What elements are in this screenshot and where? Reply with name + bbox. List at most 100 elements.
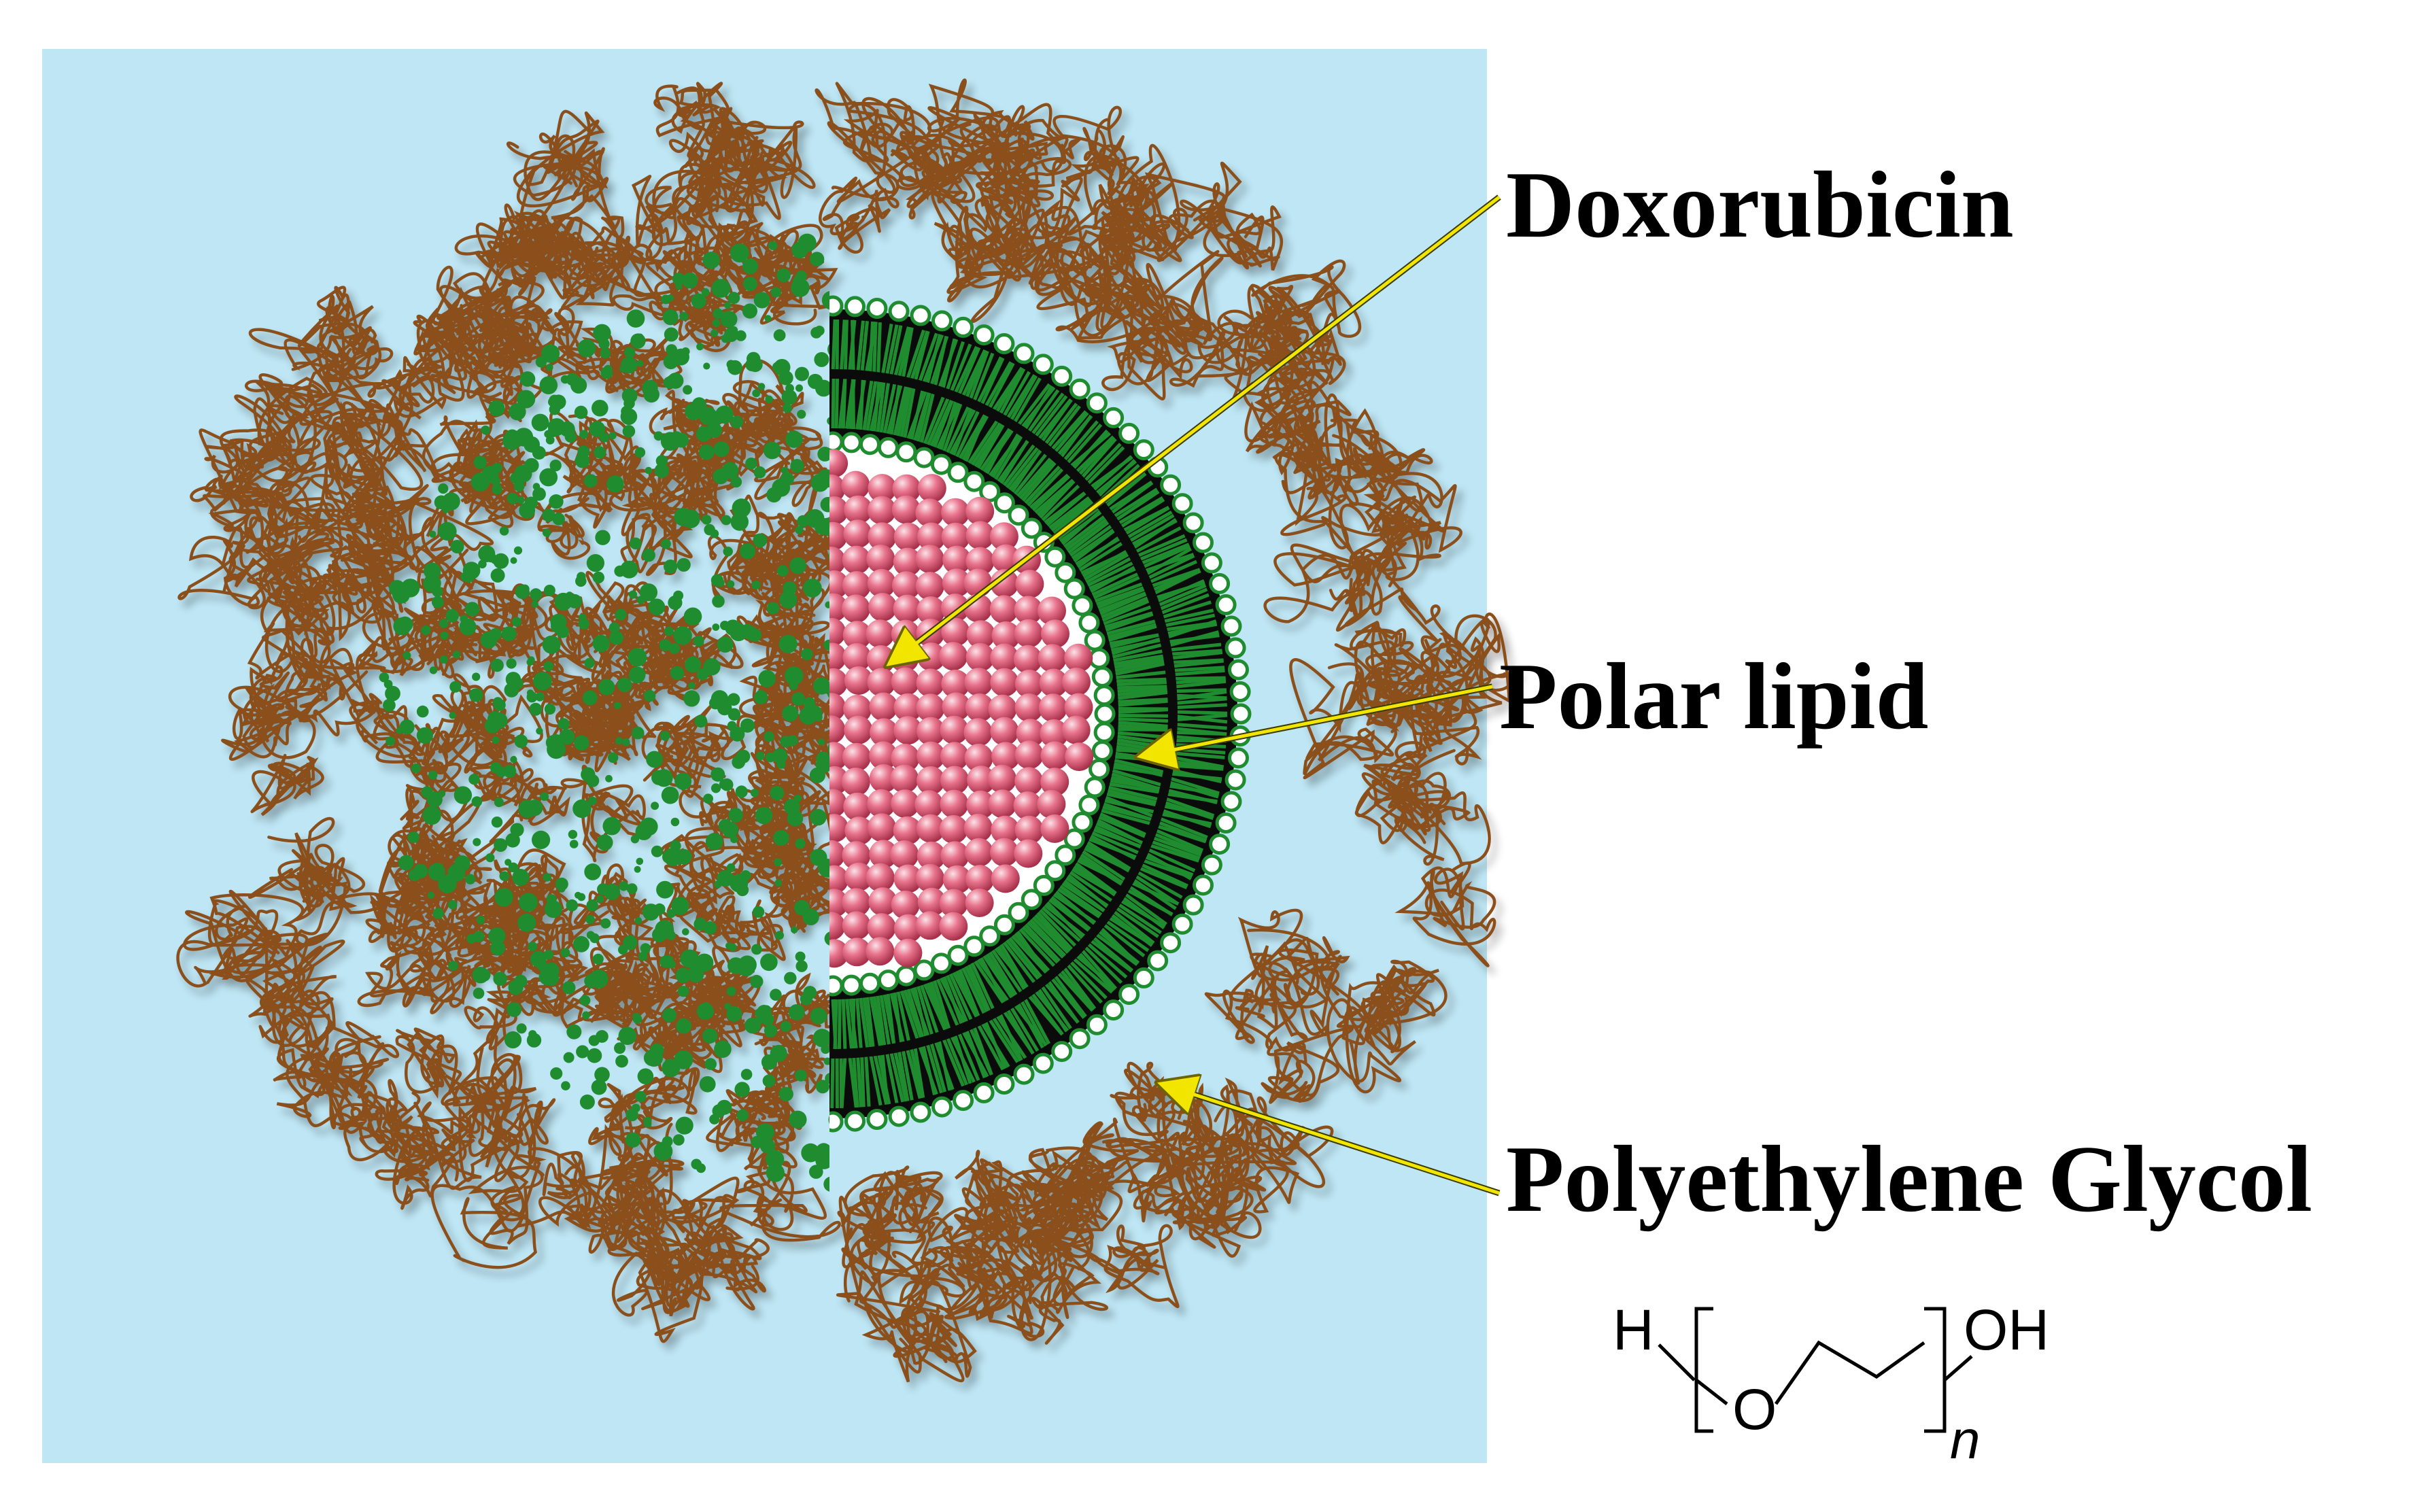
lipid-dot — [614, 702, 621, 710]
lipid-dot — [539, 376, 558, 394]
lipid-dot — [570, 377, 587, 394]
lipid-tail — [1018, 456, 1057, 500]
lipid-head — [1078, 612, 1100, 634]
lipid-tail — [876, 995, 887, 1050]
lipid-dot — [730, 415, 744, 428]
lipid-tail — [1000, 371, 1031, 420]
lipid-dot — [502, 431, 521, 450]
lipid-tail — [946, 402, 972, 453]
peg-coil — [1244, 354, 1352, 453]
lipid-dot — [494, 888, 513, 907]
lipid-dot — [717, 700, 732, 716]
lipid-dot — [560, 948, 570, 958]
lipid-dot — [591, 1079, 607, 1095]
lipid-dot — [673, 590, 684, 601]
lipid-tail — [1118, 697, 1173, 704]
lipid-dot — [543, 528, 551, 537]
lipid-tail — [971, 352, 995, 405]
lipid-dot — [714, 1040, 732, 1058]
lipid-dot — [422, 806, 441, 825]
doxorubicin-sphere — [866, 545, 895, 573]
lipid-dot — [730, 243, 749, 262]
lipid-tail — [1089, 455, 1133, 494]
lipid-tail — [1084, 940, 1128, 979]
peg-strands — [176, 78, 1519, 1383]
lipid-head — [859, 434, 880, 456]
doxorubicin-sphere — [942, 865, 972, 894]
peg-coil — [1326, 980, 1416, 1094]
formula-h: H — [1613, 1298, 1654, 1362]
lipid-dot — [447, 863, 466, 882]
lipid-tail — [896, 382, 910, 436]
lipid-dot — [493, 553, 509, 569]
doxorubicin-sphere — [829, 789, 847, 818]
lipid-tail — [929, 1039, 947, 1093]
lipid-head — [993, 914, 1015, 935]
lipid-dot — [445, 609, 459, 623]
lipid-dot — [416, 727, 434, 744]
lipid-dot — [615, 737, 623, 745]
peg-coil — [445, 272, 545, 361]
lipid-dot — [526, 800, 543, 817]
lipid-tail — [1112, 769, 1166, 788]
lipid-dot — [643, 689, 656, 702]
lipid-head — [979, 481, 1001, 502]
lipid-dot — [705, 833, 723, 850]
lipid-dot — [820, 496, 829, 513]
lipid-dot — [753, 466, 766, 479]
lipid-tail — [1048, 493, 1094, 530]
lipid-dot — [670, 666, 685, 681]
lipid-dot — [399, 719, 415, 735]
lipid-tail — [967, 350, 989, 403]
doxorubicin-sphere — [1065, 742, 1094, 772]
lipid-dot — [691, 397, 706, 412]
lipid-dot — [727, 693, 740, 706]
lipid-head — [1160, 932, 1182, 954]
doxorubicin-sphere — [829, 668, 848, 697]
lipid-dot — [758, 670, 776, 687]
lipid-tail — [970, 418, 1004, 466]
lipid-dot — [577, 445, 590, 458]
lipid-tail — [1004, 374, 1036, 422]
doxorubicin-sphere — [1038, 644, 1067, 673]
lipid-dot — [448, 961, 458, 971]
doxorubicin-sphere — [991, 742, 1021, 771]
lipid-dot — [543, 585, 555, 596]
lipid-dot — [600, 918, 611, 929]
lipid-tail — [868, 1051, 883, 1106]
lipid-dot — [816, 751, 829, 766]
doxorubicin-sphere — [829, 912, 846, 941]
doxorubicin-sphere — [829, 693, 846, 722]
lipid-head — [1089, 758, 1110, 780]
doxorubicin-sphere — [893, 693, 923, 722]
lipid-tail — [831, 373, 836, 429]
lipid-dot — [550, 1067, 563, 1080]
lipid-tail — [1063, 424, 1103, 467]
lipid-head — [1032, 1052, 1054, 1074]
lipid-dot — [742, 258, 758, 275]
lipid-tail — [1051, 411, 1089, 456]
lipid-dot — [501, 626, 517, 641]
lipid-dot — [732, 755, 746, 769]
lipid-tail — [919, 389, 936, 443]
lipid-tail — [994, 947, 1032, 992]
peg-coil — [439, 285, 517, 361]
lipid-head — [1091, 740, 1113, 761]
lipid-tail — [944, 341, 965, 394]
lipid-tail — [1089, 838, 1142, 861]
doxorubicin-sphere — [939, 814, 968, 844]
lipid-tail — [889, 325, 903, 379]
lipid-tail — [955, 407, 982, 458]
lipid-tail — [1011, 377, 1042, 427]
doxorubicin-sphere — [842, 571, 871, 600]
lipid-dot — [584, 863, 602, 880]
lipid-dot — [575, 891, 582, 899]
lipid-tail — [993, 1012, 1027, 1059]
doxorubicin-sphere — [1014, 815, 1044, 844]
peg-coil — [562, 1178, 657, 1254]
doxorubicin-sphere — [965, 865, 995, 894]
lipid-tail — [1153, 823, 1207, 844]
lipid-tail — [1025, 992, 1064, 1036]
lipid-dot — [664, 327, 679, 342]
lipid-dot — [499, 871, 509, 881]
